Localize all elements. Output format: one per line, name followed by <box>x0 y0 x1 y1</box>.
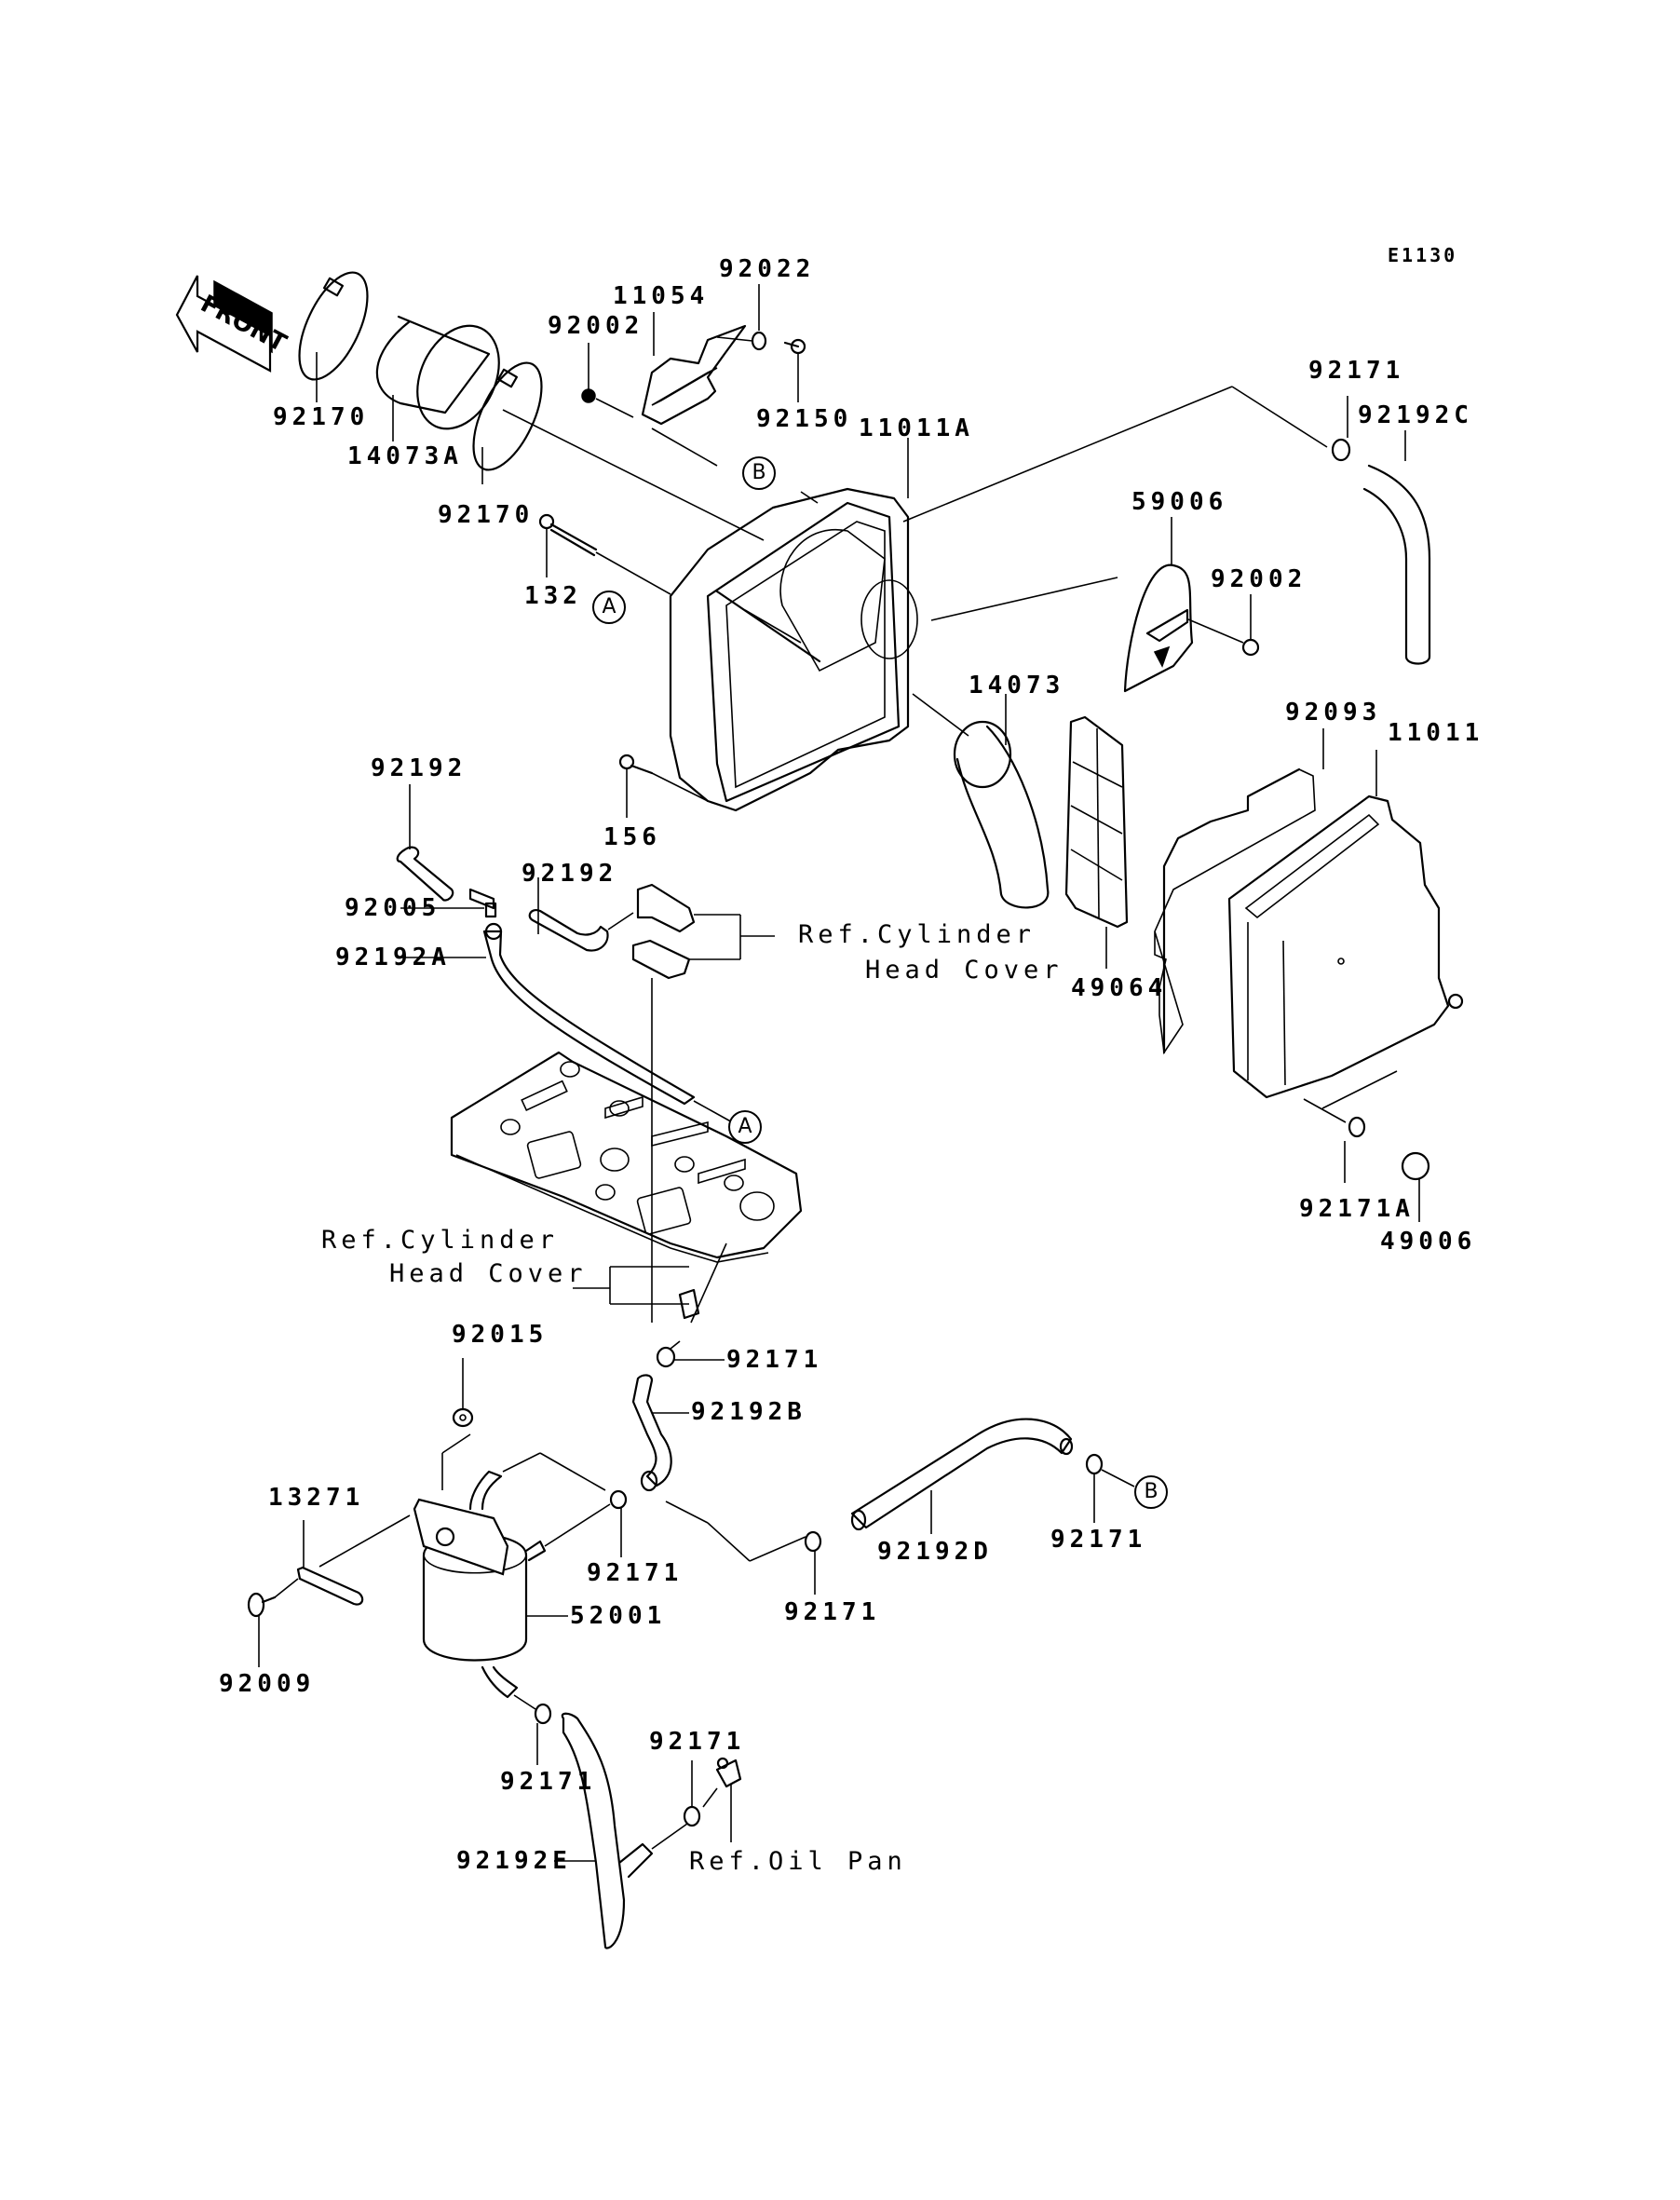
t-fitting-92005 <box>400 888 497 918</box>
part-label-92192-middle[interactable]: 92192 <box>522 860 618 888</box>
hose-92192-middle <box>528 877 634 952</box>
part-label-92192A[interactable]: 92192A <box>335 944 451 971</box>
part-label-92002-top[interactable]: 92002 <box>548 312 644 340</box>
part-label-14073A[interactable]: 14073A <box>347 442 463 470</box>
clip-92171A <box>1303 1070 1398 1183</box>
nut-92015 <box>452 1358 474 1428</box>
part-label-92150[interactable]: 92150 <box>756 405 853 433</box>
part-label-92015[interactable]: 92015 <box>452 1321 549 1349</box>
part-label-52001[interactable]: 52001 <box>570 1602 667 1630</box>
part-label-92170-left[interactable]: 92170 <box>273 403 370 431</box>
ref-cylinder-head-cover-top-line1: Ref.Cylinder <box>798 920 1036 949</box>
callout-a-bottom[interactable]: A <box>728 1110 762 1144</box>
hose-clamp-92171-mid <box>656 1340 725 1368</box>
part-label-92170-right[interactable]: 92170 <box>438 501 535 529</box>
ref-cylinder-head-cover-bottom-line1: Ref.Cylinder <box>321 1226 560 1255</box>
part-label-92002-right[interactable]: 92002 <box>1211 565 1307 593</box>
part-label-156[interactable]: 156 <box>603 823 661 851</box>
hose-92192-left <box>396 784 454 902</box>
breather-tank-52001 <box>413 1433 606 1699</box>
part-label-92171-oil[interactable]: 92171 <box>649 1728 746 1756</box>
callout-b-top[interactable]: B <box>742 456 776 490</box>
bracket-11054 <box>581 284 806 467</box>
duct-14073A <box>375 315 500 441</box>
part-label-92171-top[interactable]: 92171 <box>1308 357 1405 385</box>
part-label-14073[interactable]: 14073 <box>969 672 1065 699</box>
hose-92192B <box>631 1374 689 1492</box>
hose-92192D <box>850 1418 1074 1534</box>
callout-b-bottom[interactable]: B <box>1134 1475 1168 1509</box>
hose-clamp-92171-tank <box>544 1489 628 1557</box>
part-label-92171-lower-mid[interactable]: 92171 <box>784 1598 881 1626</box>
part-label-92171A[interactable]: 92171A <box>1299 1195 1415 1223</box>
breather-valve-ref <box>631 883 775 1323</box>
part-label-92171-right[interactable]: 92171 <box>1050 1526 1147 1554</box>
bolt-132 <box>538 513 671 595</box>
hose-clamp-92170-left <box>298 271 369 402</box>
part-label-11054[interactable]: 11054 <box>613 282 710 310</box>
part-label-92171-mid[interactable]: 92171 <box>726 1346 823 1374</box>
hose-clamp-92170-right <box>472 361 765 541</box>
part-label-92009[interactable]: 92009 <box>219 1670 316 1698</box>
part-label-11011A[interactable]: 11011A <box>859 414 974 442</box>
part-label-49064[interactable]: 49064 <box>1071 974 1168 1002</box>
air-filter-49064 <box>1064 715 1129 969</box>
part-label-92192B[interactable]: 92192B <box>691 1398 806 1426</box>
part-label-132[interactable]: 132 <box>524 582 582 610</box>
hose-clamp-92171-lower-mid <box>665 1501 822 1595</box>
hose-clamp-92171-oil <box>651 1760 701 1850</box>
ref-cylinder-head-cover-bottom-line2: Head Cover <box>389 1259 588 1288</box>
diagram-code: E1130 <box>1388 244 1458 266</box>
part-label-92192D[interactable]: 92192D <box>877 1538 993 1566</box>
duct-14073 <box>912 693 1050 909</box>
hose-clamp-92171-bottom-left <box>513 1694 552 1765</box>
cylinder-head-cover-ref <box>450 1051 803 1324</box>
part-label-92005[interactable]: 92005 <box>345 894 441 922</box>
part-label-92192C[interactable]: 92192C <box>1358 401 1473 429</box>
part-label-92171-bottom-left[interactable]: 92171 <box>500 1768 597 1796</box>
part-label-92171-tank[interactable]: 92171 <box>587 1559 684 1587</box>
screw-92009 <box>247 1578 299 1667</box>
bolt-156 <box>618 754 709 818</box>
part-label-49006[interactable]: 49006 <box>1380 1228 1477 1256</box>
part-label-92022[interactable]: 92022 <box>719 255 816 283</box>
gasket-92093 <box>1154 728 1324 1055</box>
plate-59006 <box>930 517 1260 693</box>
hose-92192E <box>554 1712 654 1949</box>
air-cleaner-housing-11011A <box>669 438 918 812</box>
part-label-92192-left[interactable]: 92192 <box>371 754 467 782</box>
ref-oil-pan: Ref.Oil Pan <box>689 1847 907 1876</box>
hose-clamp-92171-right <box>1085 1453 1135 1523</box>
part-label-13271[interactable]: 13271 <box>268 1484 365 1512</box>
air-cleaner-cover-11011 <box>1227 750 1464 1099</box>
callout-a-top[interactable]: A <box>592 591 626 624</box>
ref-cylinder-head-cover-top-line2: Head Cover <box>865 956 1064 985</box>
part-label-59006[interactable]: 59006 <box>1131 488 1228 516</box>
hose-92192C <box>1362 430 1431 665</box>
hose-clamp-92171-top <box>1331 396 1351 462</box>
stay-13271 <box>296 1514 411 1606</box>
oil-pan-fitting-ref <box>702 1757 742 1842</box>
part-label-92093[interactable]: 92093 <box>1285 699 1382 727</box>
part-label-92192E[interactable]: 92192E <box>456 1847 572 1875</box>
part-label-11011[interactable]: 11011 <box>1388 719 1484 747</box>
plug-49006 <box>1401 1151 1430 1222</box>
